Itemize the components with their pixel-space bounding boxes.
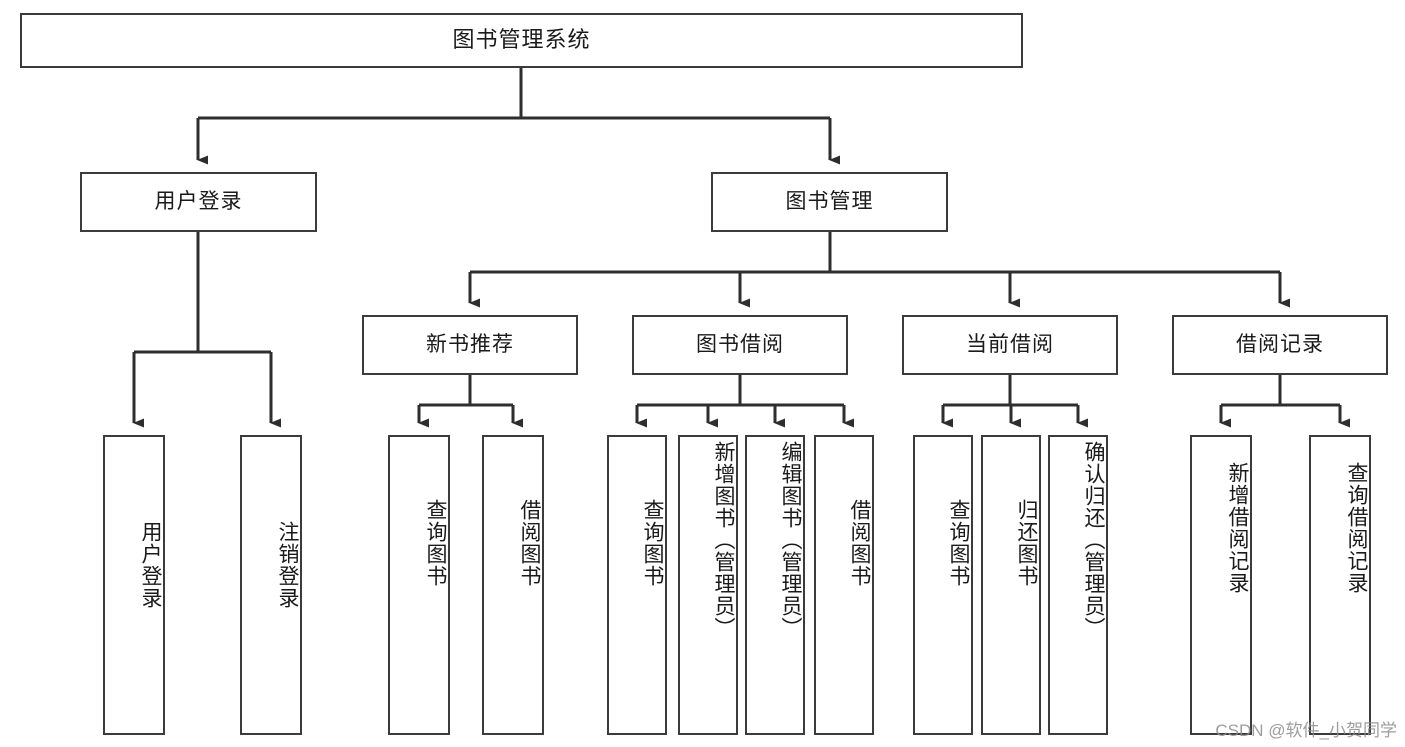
node-label: 编辑图书（管理员） [779,441,802,639]
node-new-book-recommend[interactable]: 新书推荐 [362,315,578,375]
node-label: 新书推荐 [426,333,514,357]
node-label: 确认归还（管理员） [1082,441,1105,639]
node-leaf-borrow-book[interactable]: 借阅图书 [814,435,874,735]
node-label: 借阅图书 [518,499,541,587]
node-label: 查询图书 [641,499,664,587]
node-label: 借阅记录 [1236,333,1324,357]
node-label: 查询借阅记录 [1345,462,1368,594]
node-label: 归还图书 [1015,499,1038,587]
csdn-watermark: CSDN @软件_小贺同学 [1215,721,1397,740]
node-root-system[interactable]: 图书管理系统 [20,13,1023,68]
node-label: 图书借阅 [696,333,784,357]
node-user-login[interactable]: 用户登录 [80,172,317,232]
node-leaf-add-book[interactable]: 新增图书（管理员） [678,435,738,735]
node-label: 新增图书（管理员） [712,441,735,639]
node-label: 新增借阅记录 [1226,462,1249,594]
node-leaf-user-login[interactable]: 用户登录 [103,435,165,735]
node-leaf-user-logout[interactable]: 注销登录 [240,435,302,735]
node-leaf-add-borrow-record[interactable]: 新增借阅记录 [1190,435,1252,735]
node-leaf-edit-book[interactable]: 编辑图书（管理员） [745,435,805,735]
node-leaf-confirm-return[interactable]: 确认归还（管理员） [1048,435,1108,735]
node-label: 查询图书 [947,499,970,587]
node-leaf-query-book-current[interactable]: 查询图书 [913,435,973,735]
node-label: 用户登录 [154,190,243,214]
node-leaf-return-book[interactable]: 归还图书 [981,435,1041,735]
node-label: 借阅图书 [848,499,871,587]
node-label: 图书管理系统 [452,27,591,53]
node-label: 用户登录 [139,521,162,609]
node-label: 查询图书 [424,499,447,587]
node-leaf-query-book-borrow[interactable]: 查询图书 [607,435,667,735]
node-label: 注销登录 [276,521,299,609]
node-leaf-query-borrow-record[interactable]: 查询借阅记录 [1309,435,1371,735]
node-leaf-query-book-recommend[interactable]: 查询图书 [388,435,450,735]
node-leaf-borrow-book-recommend[interactable]: 借阅图书 [482,435,544,735]
node-label: 图书管理 [785,190,874,214]
node-label: 当前借阅 [966,333,1054,357]
node-book-manage[interactable]: 图书管理 [711,172,948,232]
node-current-borrow[interactable]: 当前借阅 [902,315,1118,375]
node-book-borrow[interactable]: 图书借阅 [632,315,848,375]
node-borrow-record[interactable]: 借阅记录 [1172,315,1388,375]
